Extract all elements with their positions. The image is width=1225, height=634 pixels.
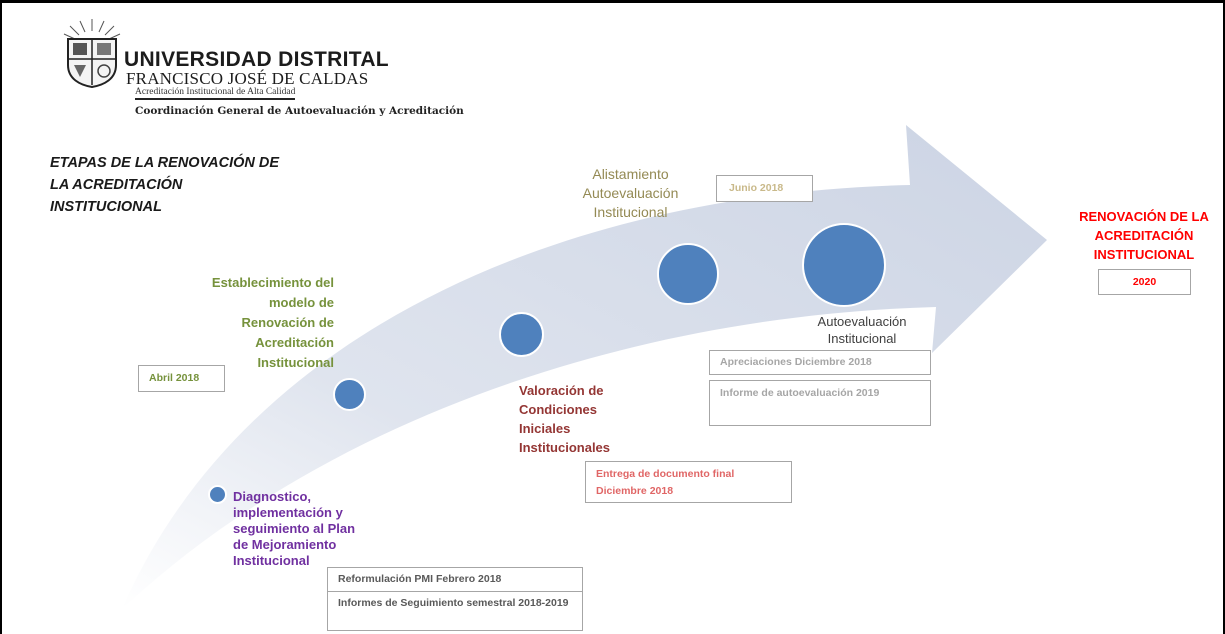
stage-label-line: implementación y xyxy=(233,505,343,520)
box-abril-2018: Abril 2018 xyxy=(138,365,225,392)
stage-valoracion-label: Valoración de Condiciones Iniciales Inst… xyxy=(519,381,679,457)
box-entrega-documento: Entrega de documento final Diciembre 201… xyxy=(585,461,792,503)
stage-label-line: Valoración de xyxy=(519,383,604,398)
diagram-title-line: INSTITUCIONAL xyxy=(50,199,162,215)
stage-label-line: Renovación de xyxy=(241,315,334,330)
diagram-title-line: LA ACREDITACIÓN xyxy=(50,177,183,193)
milestone-diagnostico xyxy=(208,485,227,504)
goal-label: RENOVACIÓN DE LA ACREDITACIÓN INSTITUCIO… xyxy=(1059,207,1223,264)
box-reformulacion-pmi: Reformulación PMI Febrero 2018 xyxy=(327,567,583,592)
university-title: UNIVERSIDAD DISTRITAL xyxy=(124,48,389,71)
stage-label-line: Institucionales xyxy=(519,440,611,455)
university-tagline: Acreditación Institucional de Alta Calid… xyxy=(135,87,296,100)
goal-label-line: RENOVACIÓN DE LA xyxy=(1079,209,1209,224)
goal-label-line: ACREDITACIÓN xyxy=(1094,228,1194,243)
box-apreciaciones: Apreciaciones Diciembre 2018 xyxy=(709,350,931,375)
stage-label-line: seguimiento al Plan xyxy=(233,521,356,536)
goal-label-line: INSTITUCIONAL xyxy=(1093,247,1195,262)
stage-alistamiento-label: Alistamiento Autoevaluación Instituciona… xyxy=(562,165,699,222)
box-informes-seguimiento: Informes de Seguimiento semestral 2018-2… xyxy=(327,591,583,631)
stage-label-line: Autoevaluación xyxy=(582,185,679,201)
stage-label-line: Iniciales xyxy=(519,421,571,436)
stage-label-line: Alistamiento xyxy=(592,166,669,182)
milestone-valoracion xyxy=(499,312,544,357)
stage-autoevaluacion-label: Autoevaluación Institucional xyxy=(782,313,942,347)
university-seal-logo xyxy=(63,19,121,89)
milestone-alistamiento xyxy=(657,243,719,305)
stage-label-line: Acreditación xyxy=(255,335,334,350)
box-informe-autoevaluacion: Informe de autoevaluación 2019 xyxy=(709,380,931,426)
coordination-label: Coordinación General de Autoevaluación y… xyxy=(135,105,464,117)
stage-label-line: modelo de xyxy=(268,295,334,310)
stage-label-line: Institucional xyxy=(257,355,334,370)
milestone-establecimiento xyxy=(333,378,366,411)
stage-label-line: Institucional xyxy=(593,204,668,220)
stage-establecimiento-label: Establecimiento del modelo de Renovación… xyxy=(152,273,334,373)
university-name: FRANCISCO JOSÉ DE CALDAS xyxy=(126,69,369,88)
goal-year-box: 2020 xyxy=(1098,269,1191,295)
stage-label-line: de Mejoramiento xyxy=(233,537,337,552)
diagram-title-line: ETAPAS DE LA RENOVACIÓN DE xyxy=(50,155,280,171)
stage-label-line: Diagnostico, xyxy=(233,489,312,504)
stage-label-line: Establecimiento del xyxy=(211,275,334,290)
stage-diagnostico-label: Diagnostico, implementación y seguimient… xyxy=(233,489,413,569)
stage-label-line: Institucional xyxy=(233,553,310,568)
stage-label-line: Condiciones xyxy=(519,402,598,417)
box-junio-2018: Junio 2018 xyxy=(716,175,813,202)
stage-label-line: Institucional xyxy=(827,331,897,346)
stage-label-line: Autoevaluación xyxy=(817,314,907,329)
diagram-title: ETAPAS DE LA RENOVACIÓN DE LA ACREDITACI… xyxy=(50,152,320,218)
milestone-autoevaluacion xyxy=(802,223,886,307)
